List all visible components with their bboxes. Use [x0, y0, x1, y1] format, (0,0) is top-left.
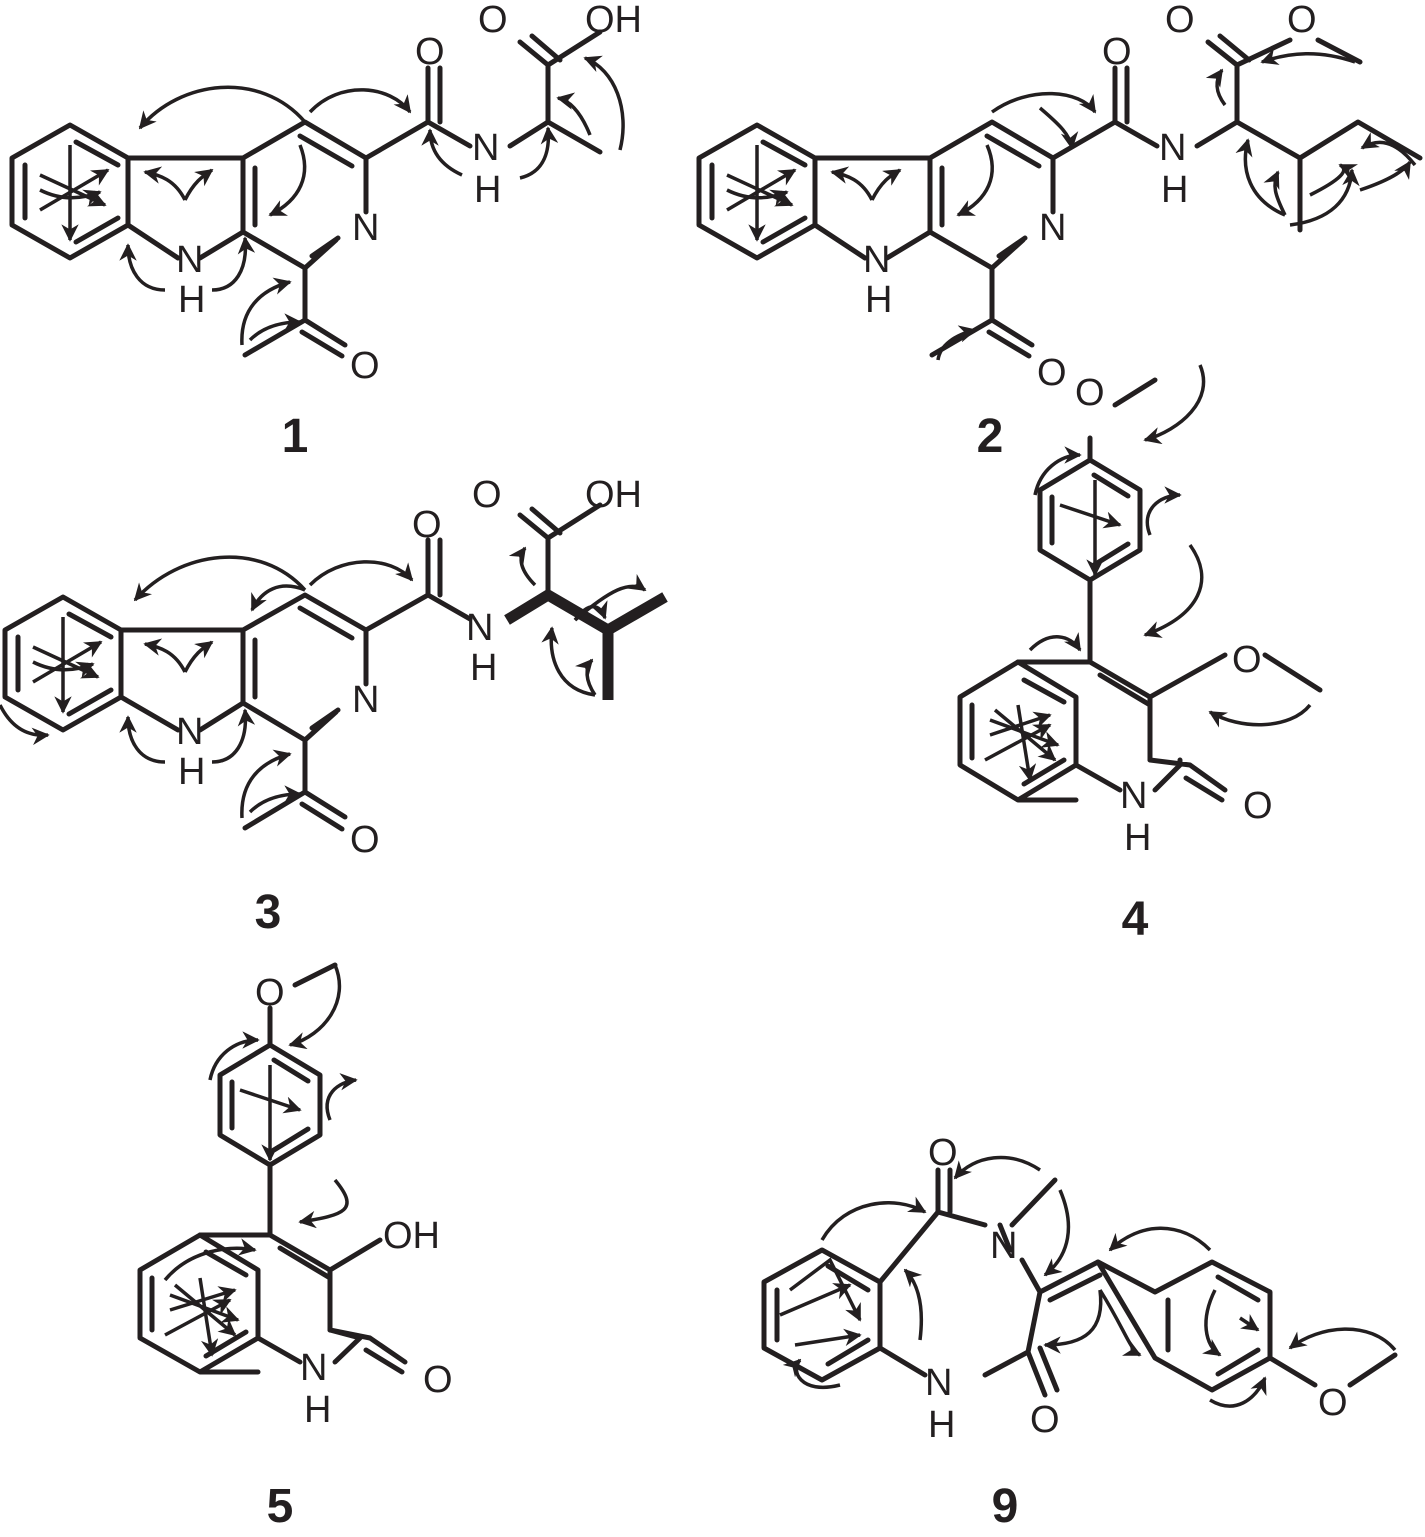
atom-o: O — [350, 819, 380, 861]
hmbc-correlation-arrows — [0, 546, 647, 819]
atom-o: O — [1243, 785, 1273, 827]
compound-3-structure: O OH O N H N N H O 3 — [0, 474, 668, 939]
atom-h: H — [928, 1404, 955, 1446]
atom-h: H — [1124, 817, 1151, 859]
atom-n: N — [352, 679, 379, 721]
atom-o: O — [255, 972, 285, 1014]
compound-number: 3 — [255, 886, 282, 939]
compound-number: 9 — [992, 1480, 1019, 1533]
atom-o: O — [1165, 0, 1195, 41]
atom-o: O — [1037, 352, 1067, 394]
atom-h: H — [470, 647, 497, 689]
atom-o: O — [350, 345, 380, 387]
atom-o: O — [1287, 0, 1317, 41]
hmbc-correlation-arrows — [39, 55, 625, 346]
atom-o: O — [478, 0, 508, 41]
atom-h: H — [178, 279, 205, 321]
compound-2-structure: O O O N H N N H O 2 — [696, 0, 1423, 463]
compound-9-structure: O N N H O O 9 — [761, 1132, 1398, 1533]
atom-h: H — [178, 751, 205, 793]
compound-number: 5 — [267, 1480, 294, 1533]
atom-o: O — [1030, 1399, 1060, 1441]
compound-5-structure: O OH N H O 5 — [137, 962, 453, 1533]
hmbc-correlation-arrows — [779, 1155, 1397, 1408]
atom-n: N — [300, 1347, 327, 1389]
atom-h: H — [474, 169, 501, 211]
atom-h: H — [1161, 169, 1188, 211]
atom-n: N — [1159, 127, 1186, 169]
compound-number: 1 — [282, 410, 309, 463]
atom-h: H — [865, 279, 892, 321]
atom-o: O — [412, 504, 442, 546]
atom-o: O — [1232, 639, 1262, 681]
atom-n: N — [1120, 775, 1147, 817]
atom-n: N — [863, 239, 890, 281]
atom-o: O — [928, 1132, 958, 1174]
atom-o: O — [1318, 1382, 1348, 1424]
atom-o: O — [1102, 31, 1132, 73]
atom-n: N — [990, 1225, 1017, 1267]
atom-n: N — [1039, 207, 1066, 249]
atom-oh: OH — [585, 0, 642, 41]
atom-oh: OH — [585, 474, 642, 516]
atom-o: O — [472, 474, 502, 516]
atom-n: N — [352, 207, 379, 249]
hmbc-correlation-arrows — [163, 964, 358, 1357]
compound-number: 4 — [1122, 893, 1149, 946]
atom-o: O — [1075, 372, 1105, 414]
compound-1-structure: O OH O N H N N H O 1 — [9, 0, 642, 463]
atom-o: O — [423, 1359, 453, 1401]
hmbc-correlation-arrows — [984, 364, 1312, 782]
atom-n: N — [472, 127, 499, 169]
atom-n: N — [925, 1362, 952, 1404]
atom-o: O — [415, 31, 445, 73]
atom-n: N — [176, 239, 203, 281]
atom-h: H — [304, 1389, 331, 1431]
atom-n: N — [466, 607, 493, 649]
hmbc-correlation-arrows — [726, 48, 1417, 361]
compound-number: 2 — [977, 410, 1004, 463]
compound-4-structure: O O N H O 4 — [957, 364, 1323, 946]
atom-oh: OH — [383, 1215, 440, 1257]
atom-n: N — [176, 711, 203, 753]
